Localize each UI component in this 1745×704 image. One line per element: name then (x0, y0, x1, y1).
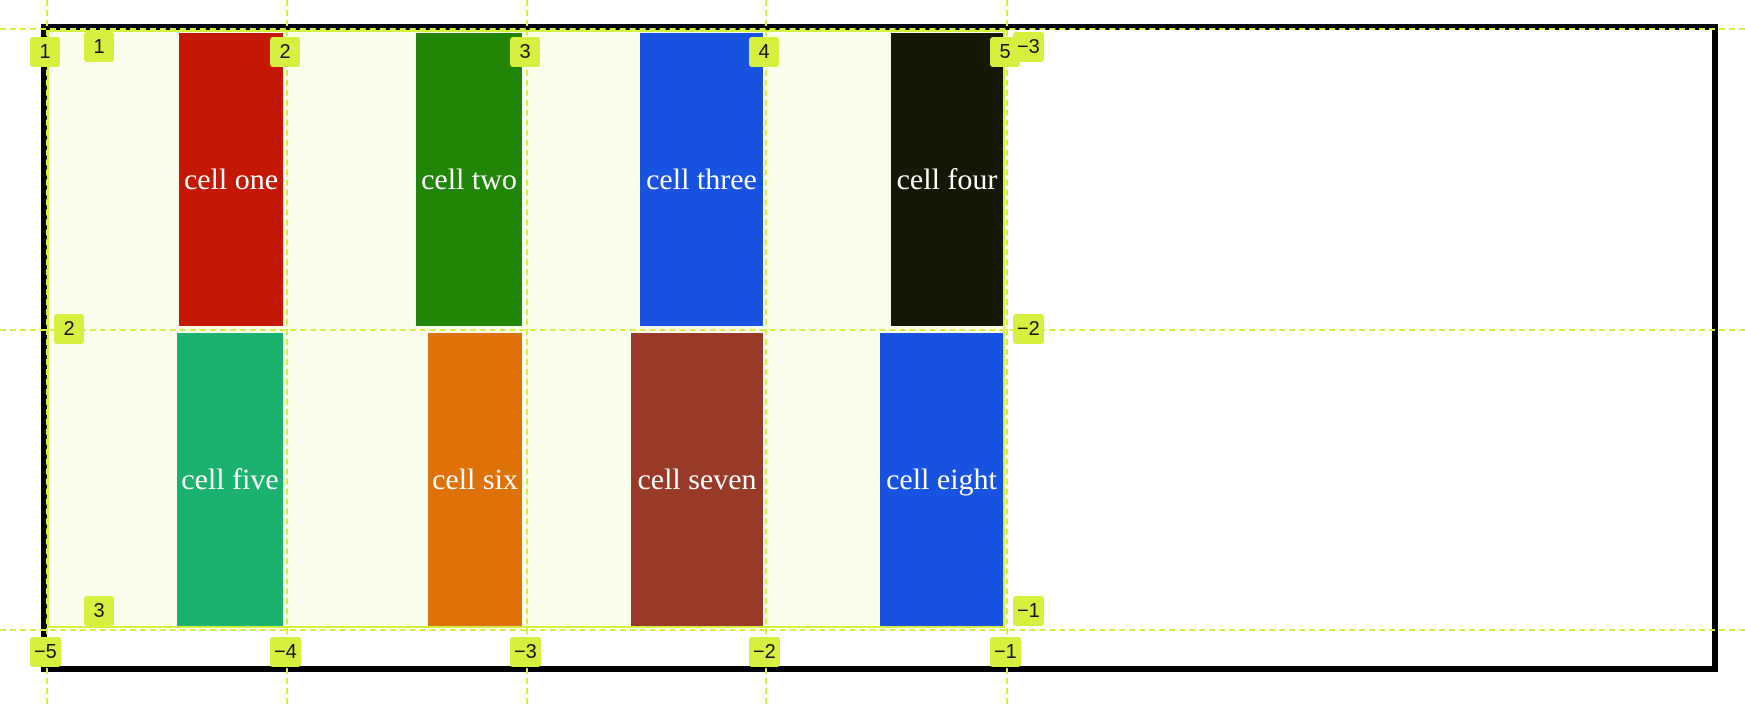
row-line-1 (0, 28, 1745, 30)
row-line-number-badge: −1 (1013, 596, 1044, 626)
row-line-2 (0, 329, 1745, 331)
row-line-number-badge: −2 (1013, 314, 1044, 344)
grid-container (41, 24, 1718, 672)
row-line-number-badge: 1 (84, 32, 114, 62)
row-line-number-badge: 3 (84, 596, 114, 626)
column-line-3 (526, 0, 528, 704)
column-line-5 (1006, 0, 1008, 704)
cell-six: cell six (428, 333, 522, 626)
column-line-number-badge: 2 (270, 37, 300, 67)
column-line-number-badge: −5 (30, 637, 61, 667)
cell-seven: cell seven (631, 333, 763, 626)
column-line-number-badge: 4 (749, 37, 779, 67)
cell-five: cell five (177, 333, 283, 626)
column-line-number-badge: −1 (990, 637, 1021, 667)
row-line-number-badge: 2 (54, 314, 84, 344)
cell-three: cell three (640, 33, 763, 326)
cell-two: cell two (416, 33, 522, 326)
row-line-3 (0, 629, 1745, 631)
column-line-number-badge: −3 (510, 637, 541, 667)
column-line-4 (765, 0, 767, 704)
column-line-number-badge: 1 (30, 37, 60, 67)
column-line-number-badge: 3 (510, 37, 540, 67)
cell-one: cell one (179, 33, 283, 326)
column-line-1 (46, 0, 48, 704)
column-line-number-badge: −4 (270, 637, 301, 667)
cell-eight: cell eight (880, 333, 1003, 626)
column-line-number-badge: −2 (749, 637, 780, 667)
cell-four: cell four (891, 33, 1003, 326)
row-line-number-badge: −3 (1013, 32, 1044, 62)
column-line-2 (286, 0, 288, 704)
